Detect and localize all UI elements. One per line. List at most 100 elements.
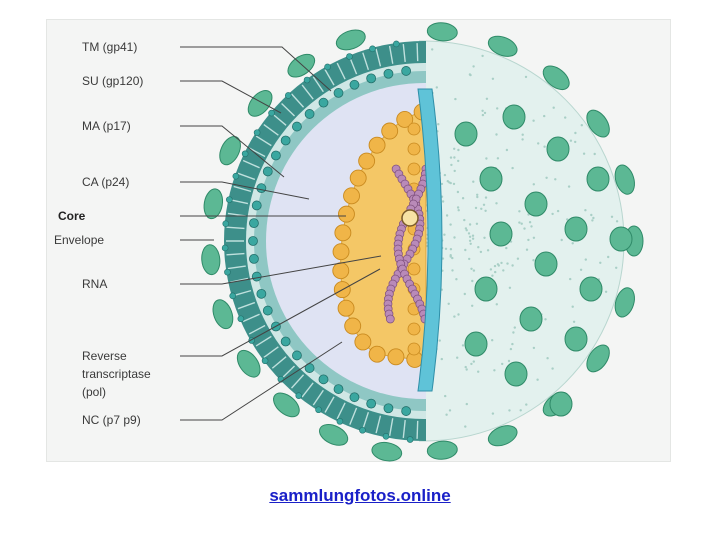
gp120-spike	[489, 221, 513, 247]
label-rna: RNA	[82, 277, 107, 291]
surface-speckle	[591, 219, 594, 222]
bilayer-tick	[248, 324, 266, 335]
surface-speckle	[532, 183, 535, 186]
surface-speckle	[496, 107, 499, 110]
bilayer-tick	[349, 57, 358, 75]
surface-speckle	[469, 242, 472, 245]
capsid-bead	[338, 205, 355, 223]
gp120-spike	[212, 299, 234, 330]
gp120-spike	[524, 191, 548, 217]
bilayer-tick	[226, 226, 245, 230]
surface-speckle	[457, 148, 460, 152]
bilayer-tick	[375, 415, 382, 434]
bilayer-tick	[362, 411, 370, 430]
surface-speckle	[463, 292, 466, 296]
label-su: SU (gp120)	[82, 74, 143, 88]
gp120-spike	[487, 35, 518, 57]
surface-speckle	[610, 215, 614, 218]
matrix-bead	[383, 68, 394, 79]
surface-speckle	[472, 269, 476, 272]
gp120-spike	[454, 121, 478, 147]
surface-speckle	[574, 140, 577, 144]
bilayer-tick	[237, 301, 256, 310]
bilayer-tick	[402, 44, 406, 63]
surface-speckle	[566, 218, 569, 221]
membrane-bead	[369, 45, 376, 53]
bilayer-tick	[388, 45, 394, 64]
capsid-bead	[407, 342, 421, 356]
gp120-spike	[614, 164, 635, 195]
label-pol: (pol)	[82, 385, 106, 399]
surface-speckle	[468, 257, 471, 261]
surface-speckle	[501, 362, 504, 366]
matrix-bead	[318, 97, 329, 108]
surface-speckle	[438, 339, 441, 342]
membrane-bead	[315, 406, 322, 414]
surface-speckle	[592, 216, 595, 220]
gp120-spike	[549, 391, 573, 417]
surface-speckle	[468, 73, 472, 76]
bilayer-tick	[362, 52, 370, 71]
surface-speckle	[560, 238, 563, 242]
surface-speckle	[580, 124, 583, 127]
bilayer-tick	[402, 419, 406, 438]
surface-speckle	[569, 277, 572, 281]
surface-speckle	[467, 232, 471, 235]
surface-speckle	[552, 106, 555, 109]
surface-speckle	[471, 234, 475, 237]
surface-speckle	[470, 267, 473, 270]
surface-speckle	[437, 123, 440, 126]
surface-speckle	[537, 142, 540, 145]
surface-speckle	[464, 248, 467, 252]
surface-speckle	[512, 331, 515, 334]
surface-speckle	[457, 313, 460, 316]
label-transcriptase: transcriptase	[82, 367, 151, 381]
gp120-spike	[474, 276, 498, 302]
credit-link[interactable]: sammlungfotos.online	[269, 486, 451, 505]
surface-speckle	[468, 239, 472, 242]
gp120-spike	[203, 188, 224, 220]
surface-speckle	[584, 258, 587, 261]
matrix-bead	[366, 398, 377, 409]
surface-speckle	[453, 236, 456, 239]
surface-speckle	[551, 212, 554, 216]
surface-speckle	[472, 360, 475, 363]
bilayer-tick	[255, 135, 272, 147]
capsid-bead	[407, 262, 421, 276]
surface-speckle	[571, 305, 574, 308]
surface-speckle	[494, 270, 497, 274]
capsid-bead	[332, 262, 350, 280]
surface-speckle	[471, 279, 474, 283]
label-core: Core	[58, 209, 86, 223]
surface-speckle	[449, 254, 452, 257]
surface-speckle	[530, 225, 533, 228]
surface-speckle	[536, 378, 539, 381]
gp120-spike	[318, 424, 349, 446]
matrix-protein-layer	[248, 66, 412, 416]
surface-speckle	[468, 235, 472, 238]
membrane-bead	[346, 53, 353, 60]
surface-speckle	[449, 156, 453, 159]
capsid-bead	[396, 110, 414, 128]
surface-speckle	[511, 342, 514, 346]
surface-speckle	[569, 139, 573, 142]
surface-speckle	[457, 209, 460, 212]
surface-speckle	[604, 290, 608, 293]
surface-speckle	[525, 248, 529, 251]
matrix-bead	[271, 150, 281, 161]
matrix-bead	[401, 406, 412, 416]
matrix-bead	[333, 384, 344, 394]
surface-speckle	[440, 357, 443, 361]
bilayer-tick	[416, 420, 419, 439]
capsid-bead	[407, 122, 421, 136]
surface-speckle	[496, 157, 500, 160]
matrix-bead	[256, 288, 267, 299]
surface-speckle	[471, 304, 474, 307]
surface-speckle	[452, 182, 456, 186]
bilayer-tick	[301, 84, 314, 100]
membrane-bead	[237, 315, 245, 323]
surface-speckle	[527, 238, 530, 242]
matrix-bead	[304, 109, 315, 119]
lipid-bilayer	[221, 40, 419, 443]
surface-speckle	[443, 173, 447, 177]
